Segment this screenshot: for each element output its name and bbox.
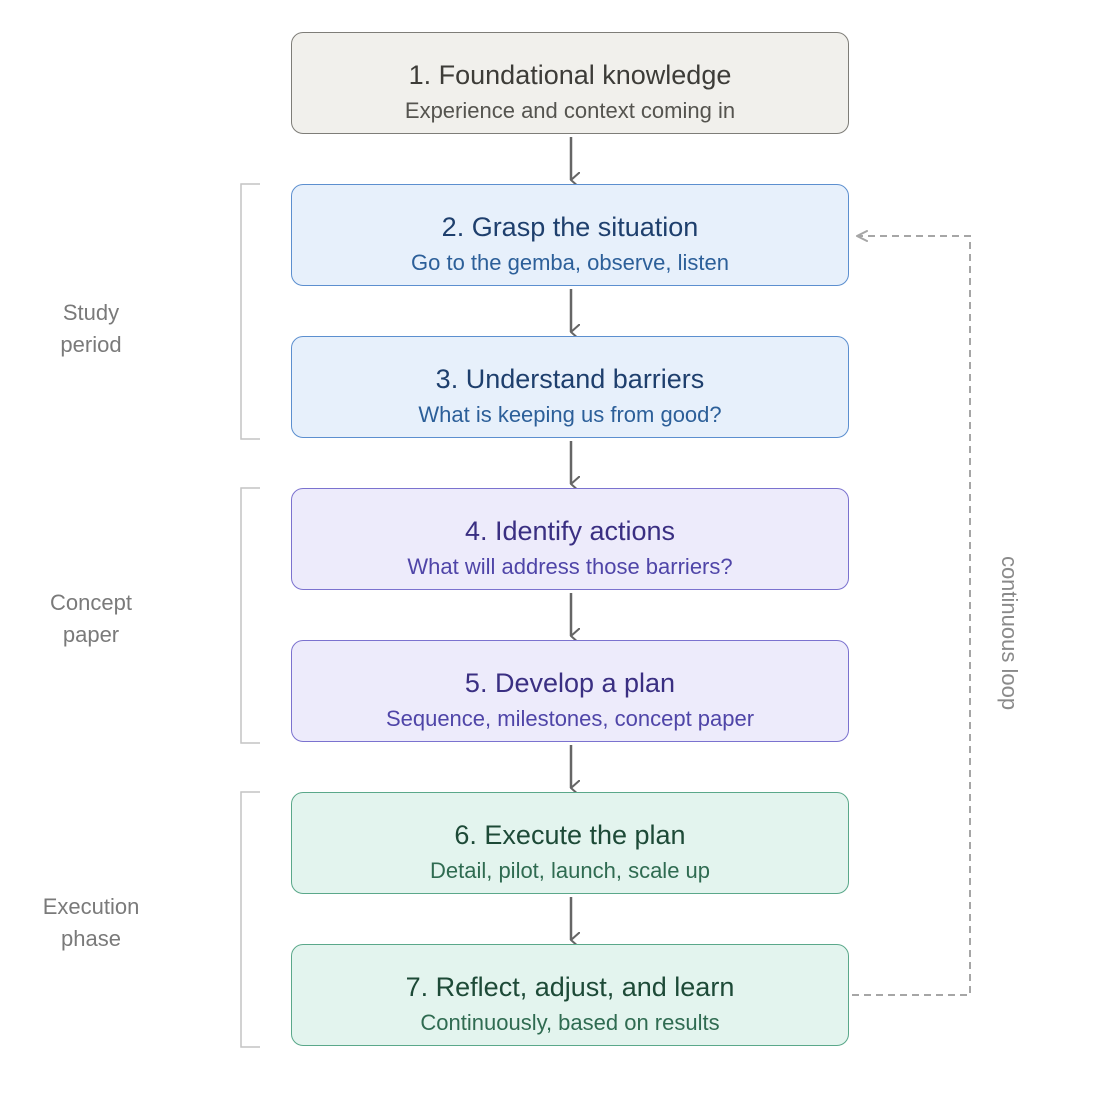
- step-6-title: 6. Execute the plan: [454, 820, 686, 850]
- continuous-loop-text: continuous loop: [997, 555, 1022, 711]
- phase-label-line: phase: [61, 926, 121, 951]
- step-6-box: 6. Execute the plan Detail, pilot, launc…: [291, 792, 849, 894]
- step-6-subtitle: Detail, pilot, launch, scale up: [429, 858, 711, 883]
- step-2-title: 2. Grasp the situation: [441, 212, 699, 242]
- step-1-subtitle: Experience and context coming in: [404, 98, 736, 123]
- phase-label-line: Execution: [42, 894, 140, 919]
- bracket-execution-phase: [240, 791, 260, 1048]
- step-5-box: 5. Develop a plan Sequence, milestones, …: [291, 640, 849, 742]
- phase-label-line: paper: [62, 622, 120, 647]
- step-7-box: 7. Reflect, adjust, and learn Continuous…: [291, 944, 849, 1046]
- step-7-subtitle: Continuously, based on results: [420, 1010, 720, 1035]
- step-3-title: 3. Understand barriers: [435, 364, 705, 394]
- step-1-title: 1. Foundational knowledge: [408, 60, 732, 90]
- step-3-box: 3. Understand barriers What is keeping u…: [291, 336, 849, 438]
- phase-label-concept-paper: Concept paper: [20, 587, 162, 651]
- step-2-box: 2. Grasp the situation Go to the gemba, …: [291, 184, 849, 286]
- phase-label-line: Study: [62, 300, 120, 325]
- phase-label-line: period: [60, 332, 122, 357]
- step-4-title: 4. Identify actions: [464, 516, 676, 546]
- continuous-loop-arrow: [852, 230, 971, 996]
- step-1-box: 1. Foundational knowledge Experience and…: [291, 32, 849, 134]
- step-4-box: 4. Identify actions What will address th…: [291, 488, 849, 590]
- step-5-title: 5. Develop a plan: [464, 668, 676, 698]
- bracket-study-period: [240, 183, 260, 440]
- step-2-subtitle: Go to the gemba, observe, listen: [411, 250, 729, 275]
- step-3-subtitle: What is keeping us from good?: [418, 402, 722, 427]
- phase-label-study-period: Study period: [20, 297, 162, 361]
- step-4-subtitle: What will address those barriers?: [407, 554, 733, 579]
- step-5-subtitle: Sequence, milestones, concept paper: [385, 706, 755, 731]
- phase-label-line: Concept: [50, 590, 132, 615]
- phase-label-execution-phase: Execution phase: [20, 891, 162, 955]
- step-7-title: 7. Reflect, adjust, and learn: [405, 972, 735, 1002]
- bracket-concept-paper: [240, 487, 260, 744]
